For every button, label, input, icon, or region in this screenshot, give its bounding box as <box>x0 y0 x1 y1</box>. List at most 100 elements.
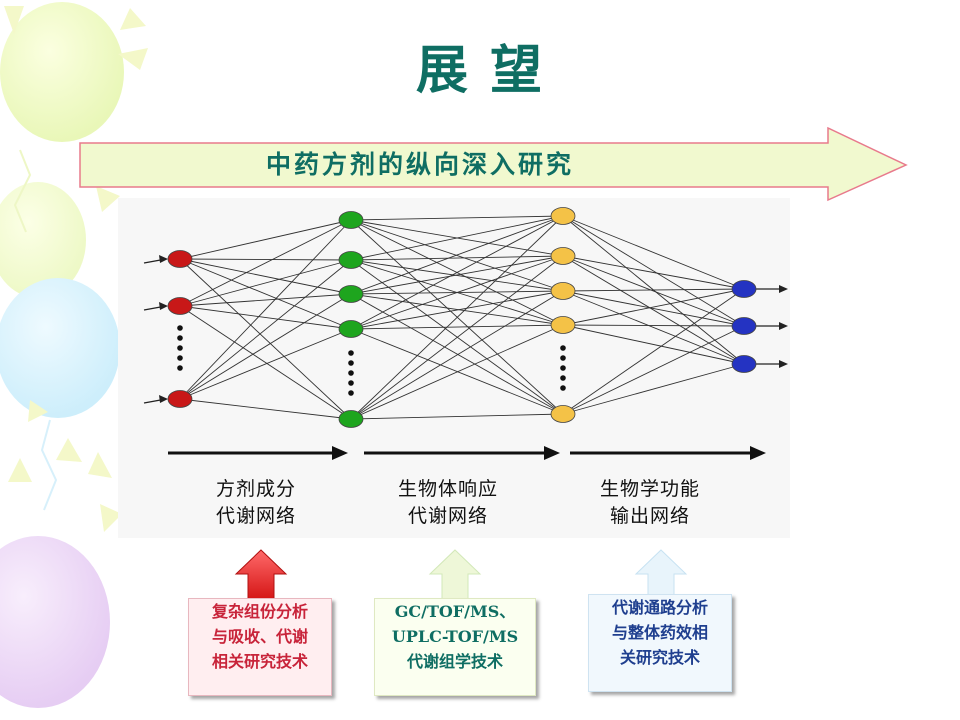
stage-line: 代谢网络 <box>407 505 488 527</box>
network-edge <box>179 305 352 330</box>
output-node <box>731 280 757 298</box>
network-edge <box>350 255 564 261</box>
technique-line: UPLC-TOF/MS <box>391 627 519 646</box>
network-edge <box>179 305 352 420</box>
ellipsis-dot <box>560 345 566 351</box>
banner-label: 中药方剂的纵向深入研究 <box>265 150 574 179</box>
hidden-node-layer2 <box>550 282 576 300</box>
technique-line: 相关研究技术 <box>211 652 308 671</box>
network-edge <box>350 215 564 221</box>
network-edge <box>350 215 564 261</box>
technique-line: GC/TOF/MS、 <box>394 602 516 621</box>
network-edge <box>562 255 745 365</box>
network-edge <box>562 324 745 365</box>
hidden-node-layer1 <box>338 211 364 229</box>
flow-arrowhead <box>544 446 560 460</box>
input-node <box>167 297 193 315</box>
network-edge <box>179 219 352 260</box>
network-edge <box>562 325 745 415</box>
output-node <box>731 355 757 373</box>
network-edge <box>179 258 352 420</box>
output-arrowhead <box>779 360 788 368</box>
technique-box-absorption: 复杂组份分析 与吸收、代谢 相关研究技术 <box>188 598 332 696</box>
technique-line: 代谢组学技术 <box>406 652 503 671</box>
page-title: 展 望 <box>415 41 545 101</box>
stage-composition-metabolism: 方剂成分 代谢网络 <box>176 476 336 530</box>
network-edge <box>350 259 564 292</box>
ellipsis-dot <box>348 350 354 356</box>
network-edge <box>562 255 745 327</box>
network-edge <box>350 255 564 420</box>
network-edge <box>562 255 745 290</box>
technique-line: 关研究技术 <box>619 648 700 667</box>
hidden-node-layer2 <box>550 207 576 225</box>
ellipsis-dot <box>177 345 183 351</box>
stage-organism-response: 生物体响应 代谢网络 <box>358 476 538 530</box>
network-edge <box>350 255 564 330</box>
input-node <box>167 250 193 268</box>
network-edge <box>350 324 564 420</box>
technique-line: 与吸收、代谢 <box>211 627 308 646</box>
network-edge <box>179 258 352 295</box>
hidden-node-layer2 <box>550 247 576 265</box>
network-edge <box>179 328 352 400</box>
ellipsis-dot <box>177 335 183 341</box>
technique-line: 复杂组份分析 <box>211 602 308 621</box>
input-node <box>167 390 193 408</box>
metabolic-network-diagram <box>143 207 788 460</box>
technique-box-pathway: 代谢通路分析 与整体药效相 关研究技术 <box>588 594 732 692</box>
input-arrowhead <box>159 255 168 263</box>
ellipsis-dot <box>348 390 354 396</box>
technique-line: 代谢通路分析 <box>611 598 708 617</box>
network-edge <box>350 413 564 420</box>
hidden-node-layer1 <box>338 251 364 269</box>
input-arrowhead <box>159 395 168 403</box>
network-edge <box>179 258 352 261</box>
hidden-node-layer1 <box>338 410 364 428</box>
output-node <box>731 317 757 335</box>
network-edge <box>179 258 352 330</box>
stage-line: 方剂成分 <box>215 478 296 500</box>
network-edge <box>350 290 564 330</box>
light-green-up-arrow <box>428 549 482 601</box>
stage-biological-output: 生物学功能 输出网络 <box>560 476 740 530</box>
stage-line: 生物体响应 <box>397 478 498 500</box>
hidden-node-layer2 <box>550 316 576 334</box>
flow-arrowhead <box>750 446 766 460</box>
network-edge <box>179 398 352 420</box>
ellipsis-dot <box>560 385 566 391</box>
network-edge <box>350 215 564 295</box>
technique-box-metabolomics: GC/TOF/MS、 UPLC-TOF/MS 代谢组学技术 <box>374 598 536 696</box>
ellipsis-dot <box>560 375 566 381</box>
network-edge <box>562 215 745 327</box>
ellipsis-dot <box>348 360 354 366</box>
network-edge <box>179 219 352 307</box>
hidden-node-layer1 <box>338 320 364 338</box>
network-edge <box>562 288 745 415</box>
network-edge <box>562 215 745 290</box>
stage-line: 输出网络 <box>609 505 690 527</box>
hidden-node-layer2 <box>550 405 576 423</box>
network-edge <box>562 363 745 415</box>
output-arrowhead <box>779 285 788 293</box>
hidden-node-layer1 <box>338 285 364 303</box>
balloon-decoration <box>0 2 148 708</box>
network-edge <box>350 215 564 330</box>
network-edge <box>562 324 745 327</box>
network-edge <box>179 259 352 400</box>
stage-line: 生物学功能 <box>599 478 700 500</box>
network-edge <box>350 255 564 295</box>
ellipsis-dot <box>348 370 354 376</box>
network-edge <box>179 219 352 400</box>
flow-arrowhead <box>332 446 348 460</box>
ellipsis-dot <box>560 365 566 371</box>
network-edge <box>350 293 564 415</box>
network-edge <box>179 259 352 307</box>
ellipsis-dot <box>177 365 183 371</box>
ellipsis-dot <box>177 355 183 361</box>
network-edge <box>350 290 564 420</box>
network-edge <box>562 288 745 292</box>
network-edge <box>350 324 564 330</box>
stage-line: 代谢网络 <box>215 505 296 527</box>
ellipsis-dot <box>348 380 354 386</box>
